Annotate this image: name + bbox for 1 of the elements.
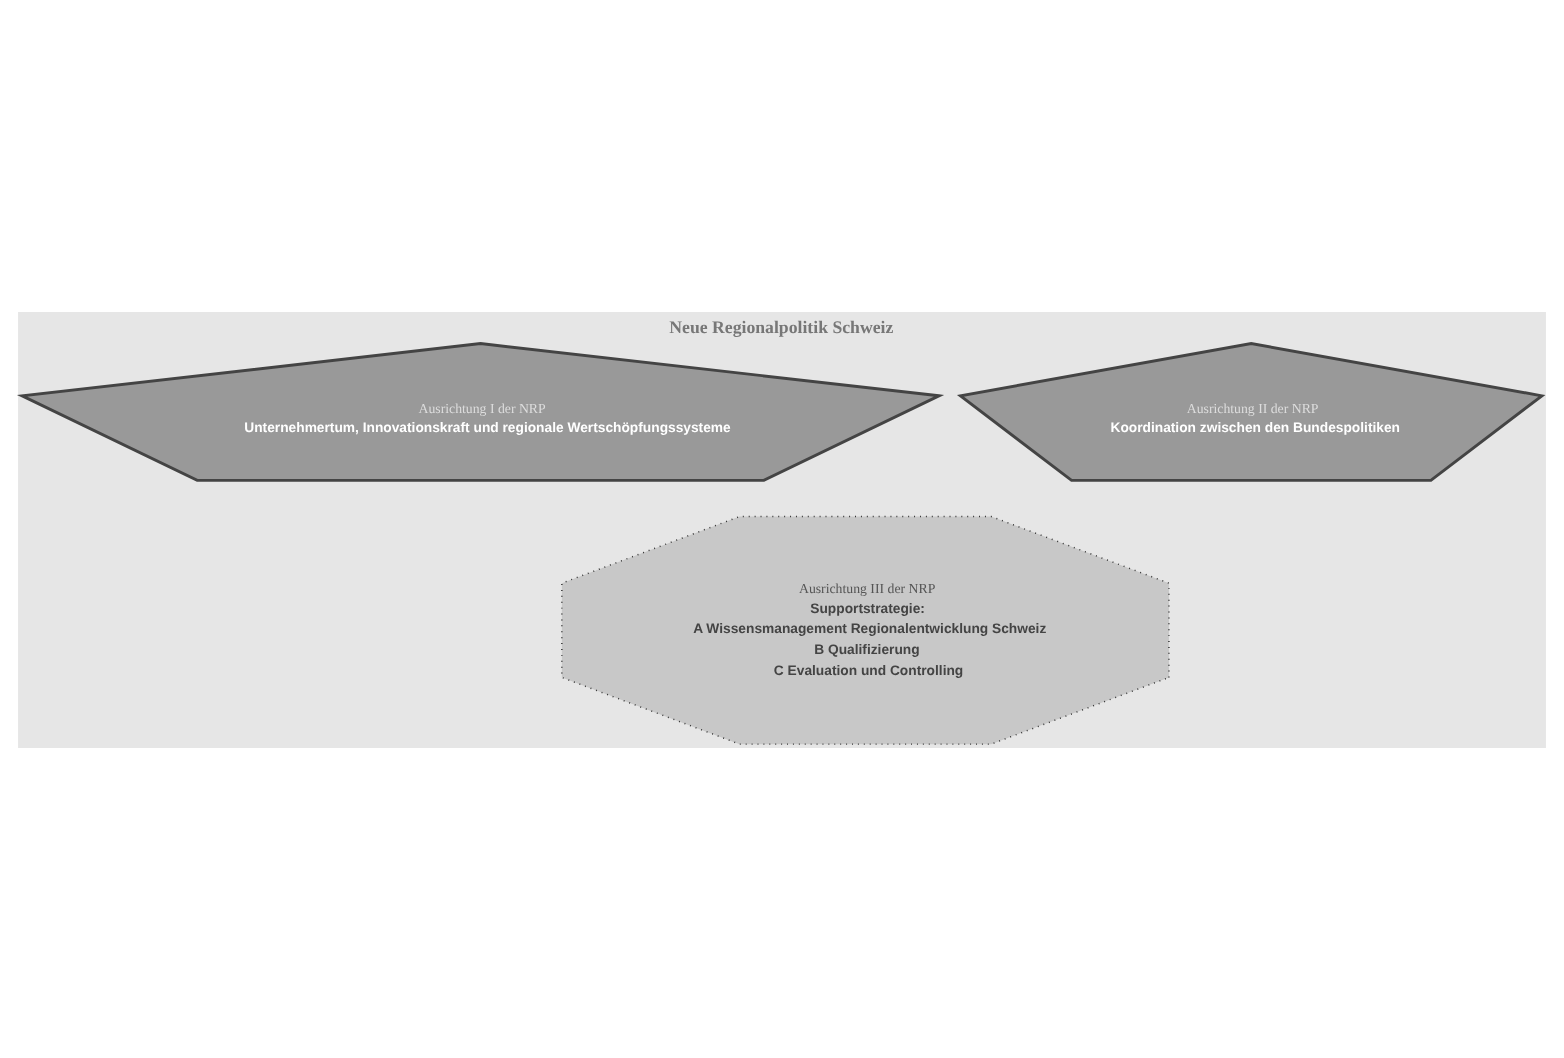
diagram-title: Neue Regionalpolitik Schweiz bbox=[669, 316, 894, 337]
